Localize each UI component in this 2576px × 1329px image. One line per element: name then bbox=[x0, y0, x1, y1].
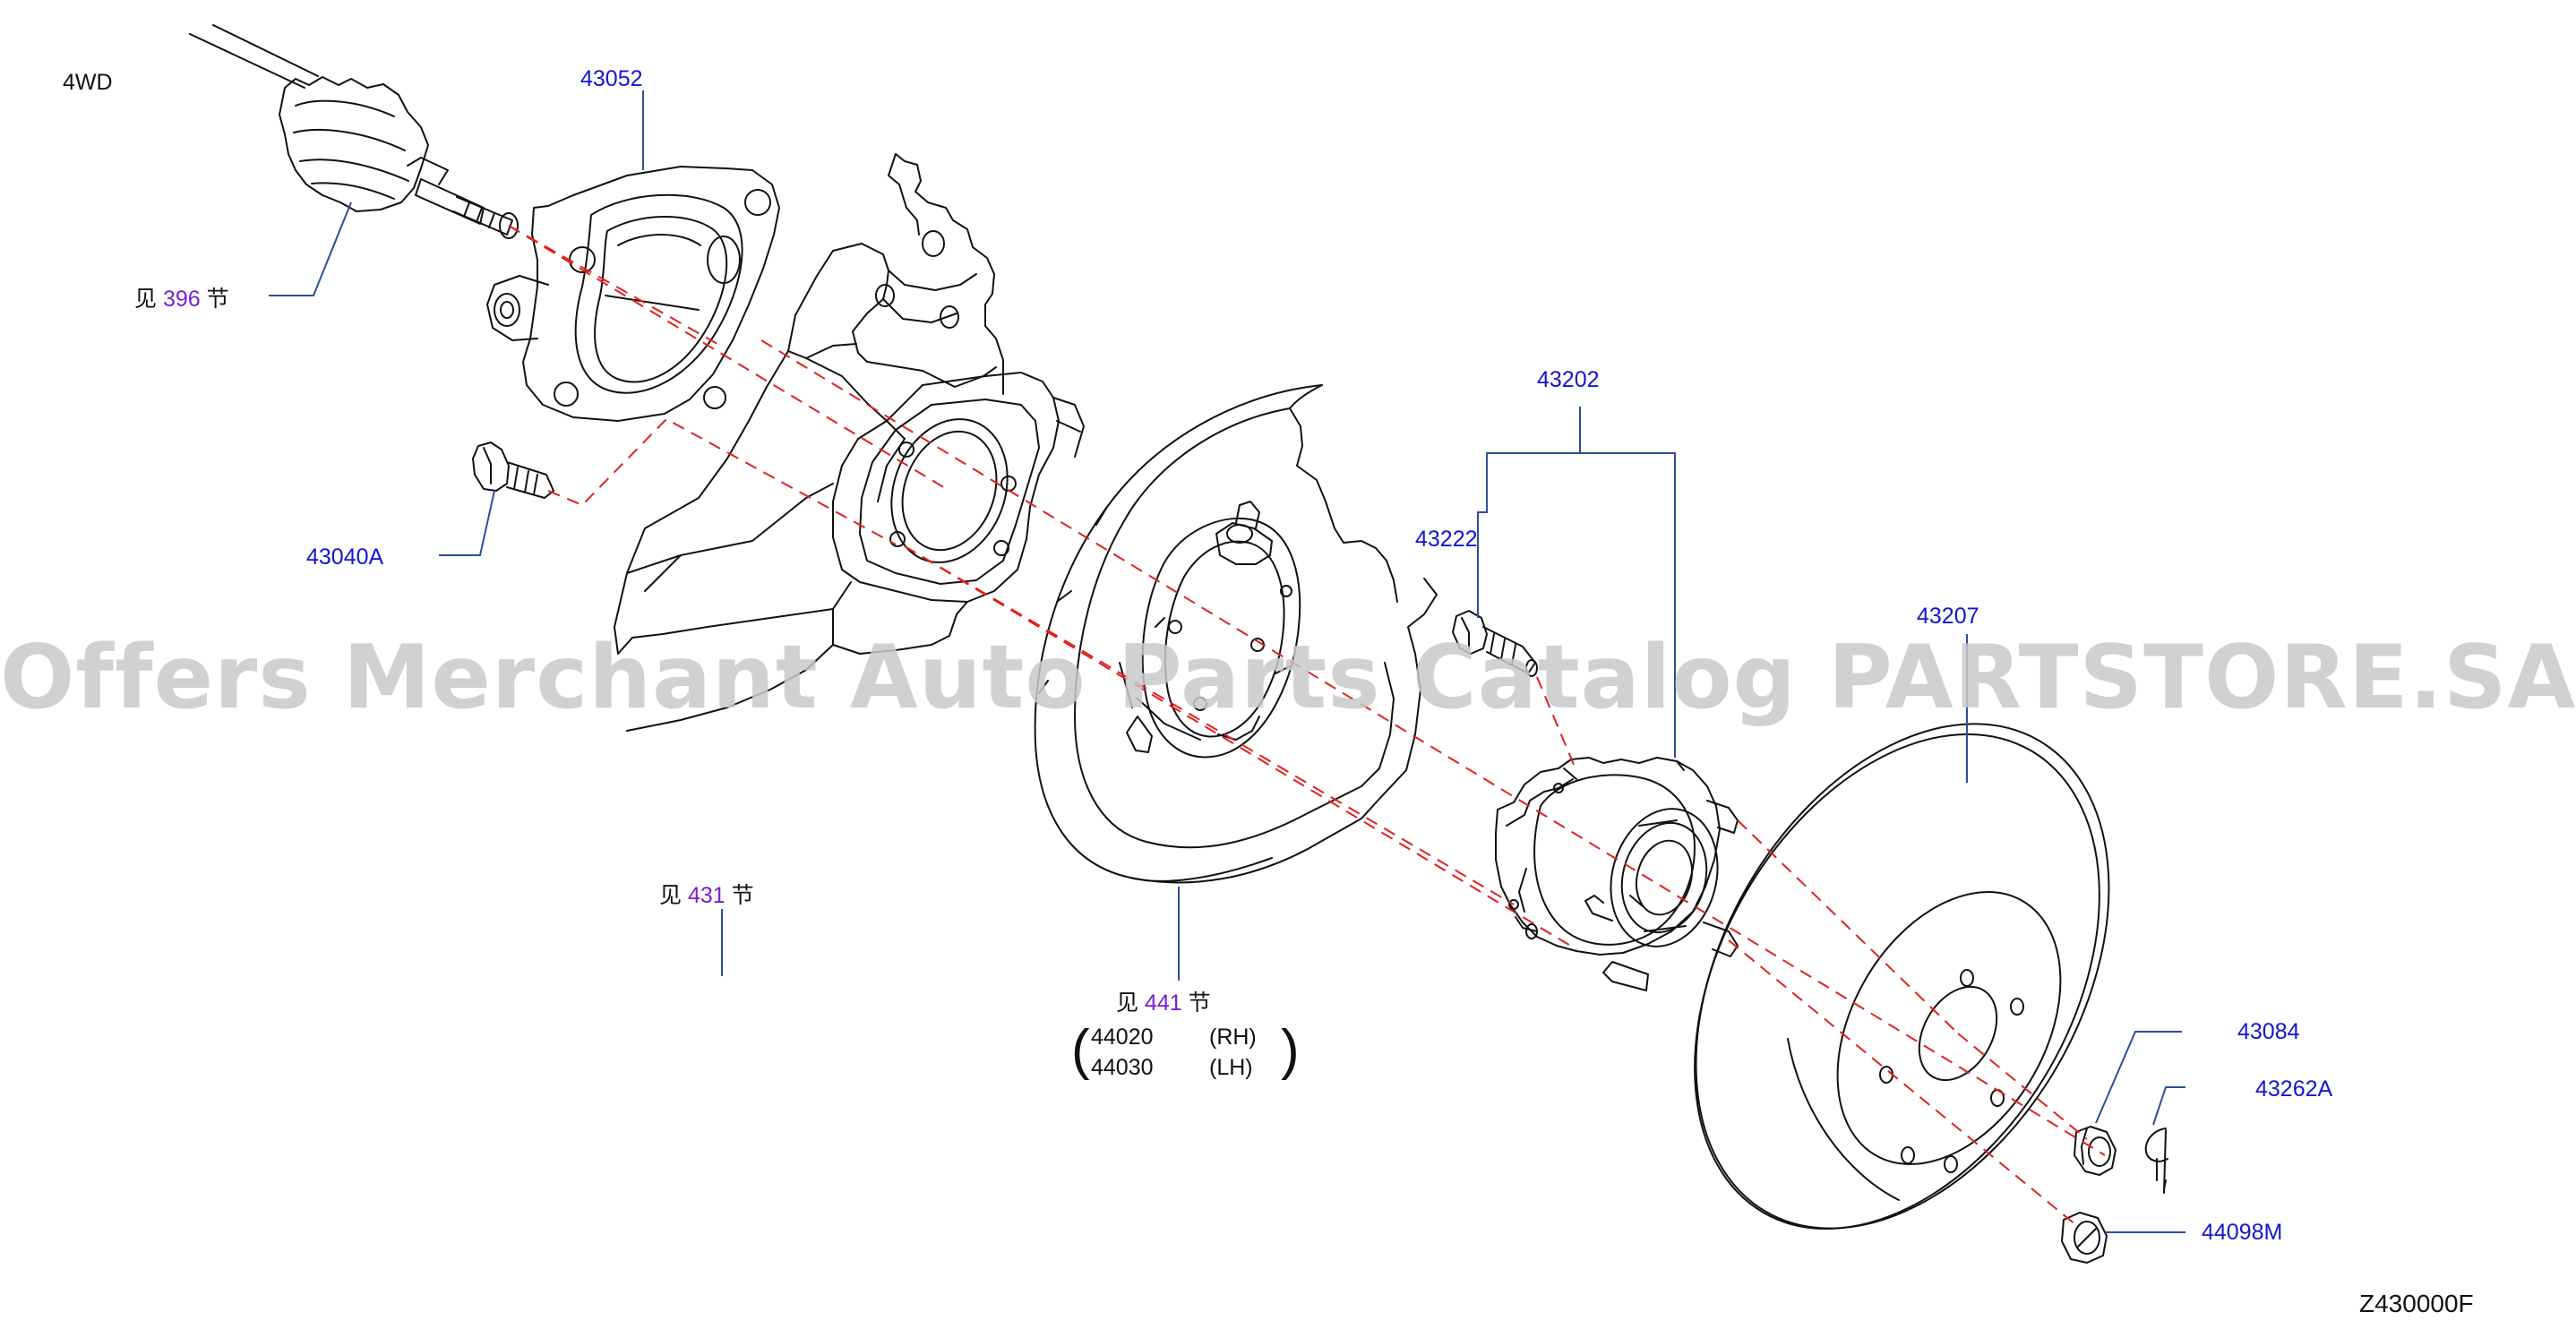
ref-prefix: 见 bbox=[1116, 990, 1139, 1016]
flange-43052-drawing bbox=[486, 166, 780, 422]
knuckle-drawing bbox=[614, 153, 1085, 732]
ref-backplate-link[interactable]: 441 bbox=[1144, 990, 1182, 1016]
ref-backplate: 见 441 节 bbox=[1116, 992, 1211, 1015]
brake-disc-43207-drawing bbox=[1694, 723, 2110, 1230]
plate-rh-side: (RH) bbox=[1209, 1025, 1257, 1050]
variant-label: 4WD bbox=[63, 70, 113, 95]
ref-suffix: 节 bbox=[731, 883, 754, 908]
drive-shaft-drawing bbox=[189, 24, 519, 239]
plate-rh-number[interactable]: 44020 bbox=[1091, 1025, 1154, 1050]
part-43262A-label[interactable]: 43262A bbox=[2255, 1076, 2333, 1102]
part-43222-label[interactable]: 43222 bbox=[1415, 527, 1478, 552]
part-43084-label[interactable]: 43084 bbox=[2237, 1019, 2300, 1044]
part-44098M-label[interactable]: 44098M bbox=[2202, 1220, 2283, 1245]
part-43207-label[interactable]: 43207 bbox=[1917, 604, 1979, 629]
ref-knuckle-link[interactable]: 431 bbox=[687, 883, 726, 908]
ref-axle: 见 396 节 bbox=[134, 288, 229, 311]
part-43040A-label[interactable]: 43040A bbox=[306, 544, 384, 570]
ref-prefix: 见 bbox=[659, 883, 683, 908]
part-43202-label[interactable]: 43202 bbox=[1537, 367, 1600, 392]
alignment-lines bbox=[508, 225, 2106, 1226]
close-paren: ) bbox=[1281, 1019, 1300, 1081]
cotter-pin-43262A-drawing bbox=[2144, 1128, 2168, 1194]
bolt-43222-drawing bbox=[1452, 610, 1538, 677]
leader-lines bbox=[269, 90, 2185, 1233]
bolt-43040A-drawing bbox=[472, 442, 554, 499]
nut-43084-drawing bbox=[2074, 1126, 2117, 1176]
open-paren: ( bbox=[1071, 1019, 1090, 1081]
ref-prefix: 见 bbox=[134, 287, 158, 312]
ref-knuckle: 见 431 节 bbox=[659, 885, 754, 907]
ref-suffix: 节 bbox=[206, 287, 229, 312]
ref-axle-link[interactable]: 396 bbox=[162, 287, 201, 312]
hub-bearing-43202-drawing bbox=[1495, 757, 1739, 991]
part-43052-label[interactable]: 43052 bbox=[580, 66, 643, 91]
cap-44098M-drawing bbox=[2061, 1212, 2108, 1264]
diagram-code: Z430000F bbox=[2359, 1290, 2474, 1317]
backing-plate-drawing bbox=[1034, 384, 1438, 884]
plate-lh-side: (LH) bbox=[1209, 1055, 1253, 1080]
plate-lh-number[interactable]: 44030 bbox=[1091, 1055, 1154, 1080]
ref-suffix: 节 bbox=[1188, 990, 1211, 1016]
watermark: Offers Merchant Auto Parts Catalog PARTS… bbox=[0, 627, 2576, 729]
